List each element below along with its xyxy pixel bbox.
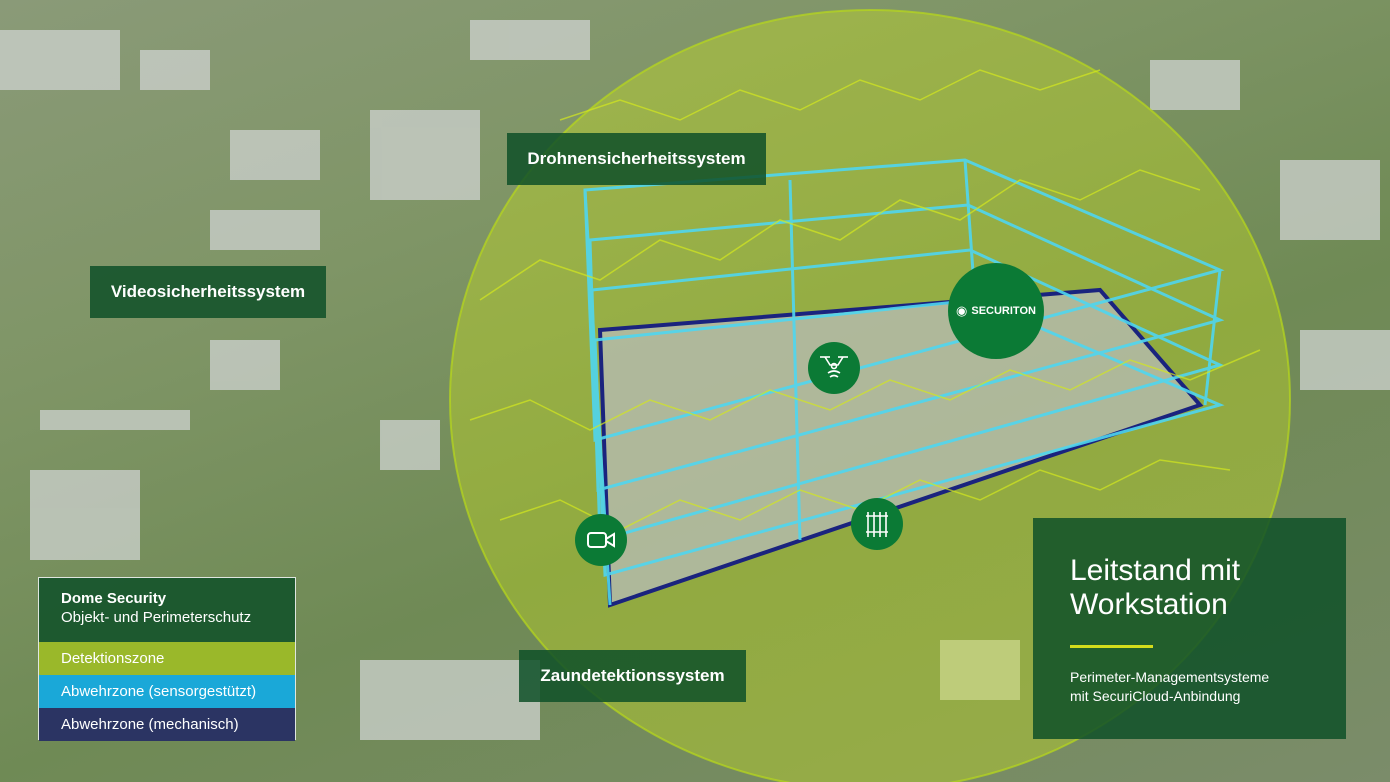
control-room-title-1: Leitstand mit (1070, 554, 1241, 587)
legend-subtitle: Objekt- und Perimeterschutz (61, 609, 252, 626)
drone-icon (808, 342, 860, 394)
buildings (0, 20, 1390, 740)
control-room-desc-2: mit SecuriCloud-Anbindung (1070, 688, 1241, 704)
legend-item-detection: Detektionszone (39, 642, 295, 675)
control-room-panel: Leitstand mit Workstation Perimeter-Mana… (1033, 518, 1346, 739)
legend-item-sensor: Abwehrzone (sensorgestützt) (39, 675, 295, 708)
legend-item-mechanical: Abwehrzone (mechanisch) (39, 708, 295, 741)
accent-divider (1070, 645, 1153, 648)
control-room-title-2: Workstation (1070, 588, 1228, 621)
legend-header: Dome Security Objekt- und Perimeterschut… (39, 578, 295, 642)
perimeter-ground (600, 290, 1200, 605)
fence-icon (851, 498, 903, 550)
legend: Dome Security Objekt- und Perimeterschut… (38, 577, 296, 741)
drone-security-label: Drohnensicherheitssystem (507, 133, 766, 185)
camera-icon (575, 514, 627, 566)
eye-icon: ◉ (956, 303, 968, 318)
logo-text: SECURITON (971, 305, 1036, 317)
video-security-label: Videosicherheitssystem (90, 266, 326, 318)
control-room-desc-1: Perimeter-Managementsysteme (1070, 669, 1270, 685)
securiton-logo: ◉ SECURITON (948, 263, 1044, 359)
fence-detection-label: Zaundetektionssystem (519, 650, 746, 702)
legend-title: Dome Security (61, 590, 167, 607)
